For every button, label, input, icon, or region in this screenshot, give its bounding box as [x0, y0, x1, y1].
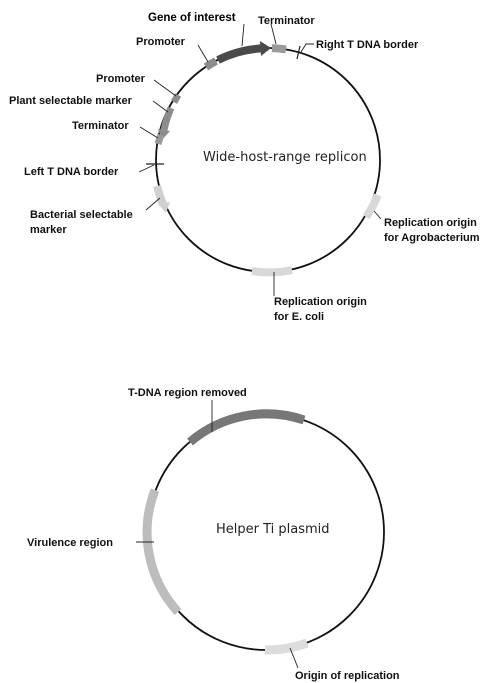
promoter-top-segment	[203, 57, 218, 71]
lead-ori-agrobacterium	[373, 210, 382, 220]
virulence-region-segment	[142, 488, 182, 616]
label-bacterial-marker-2: marker	[30, 224, 67, 236]
label-gene-of-interest: Gene of interest	[148, 12, 236, 24]
lead-left-border	[138, 164, 155, 173]
origin-of-replication-segment	[264, 638, 309, 655]
label-ori-agro-2: for Agrobacterium	[384, 232, 480, 244]
label-virulence: Virulence region	[27, 537, 113, 549]
tdna-removed-segment	[187, 409, 306, 446]
helper-ti-plasmid: T-DNA region removed Virulence region Or…	[27, 387, 400, 682]
lead-origin	[289, 647, 299, 669]
label-terminator-top: Terminator	[258, 15, 315, 27]
label-terminator-left: Terminator	[72, 120, 129, 132]
bacterial-marker-arrowhead	[158, 202, 170, 213]
label-ori-agro-1: Replication origin	[384, 217, 477, 229]
ori-agrobacterium-segment	[362, 193, 382, 220]
gene-of-interest-arrowhead	[260, 41, 271, 56]
lead-plant-marker	[152, 100, 169, 113]
label-promoter-left: Promoter	[96, 73, 146, 85]
lead-promoter-top	[197, 44, 209, 63]
lead-gene-of-interest	[241, 23, 245, 47]
label-origin: Origin of replication	[295, 670, 400, 682]
lead-bacterial-marker	[145, 197, 161, 211]
lead-promoter-left	[153, 79, 177, 97]
ori-ecoli-segment	[251, 266, 293, 277]
bacterial-marker-segment	[153, 184, 167, 206]
lead-right-border	[300, 43, 314, 53]
terminator-left-segment	[154, 133, 165, 145]
lead-terminator-top	[270, 23, 277, 45]
label-bacterial-marker-1: Bacterial selectable	[30, 209, 133, 221]
label-promoter-top: Promoter	[136, 36, 186, 48]
gene-of-interest-segment	[216, 44, 263, 64]
label-ori-ecoli-2: for E. coli	[274, 311, 324, 323]
plasmid1-center-label: Wide-host-range replicon	[203, 150, 367, 165]
promoter-left-segment	[171, 93, 182, 104]
label-tdna-removed: T-DNA region removed	[128, 387, 247, 399]
terminator-top-segment	[271, 44, 287, 54]
wide-host-range-plasmid: Gene of interest Terminator Promoter Rig…	[9, 12, 480, 323]
label-ori-ecoli-1: Replication origin	[274, 296, 367, 308]
label-left-border: Left T DNA border	[24, 166, 119, 178]
label-plant-marker: Plant selectable marker	[9, 95, 133, 107]
right-border-tick	[296, 45, 301, 60]
plasmid2-center-label: Helper Ti plasmid	[216, 522, 330, 537]
lead-terminator-left	[139, 126, 159, 139]
label-right-border: Right T DNA border	[316, 39, 419, 51]
plant-marker-segment	[160, 106, 175, 131]
